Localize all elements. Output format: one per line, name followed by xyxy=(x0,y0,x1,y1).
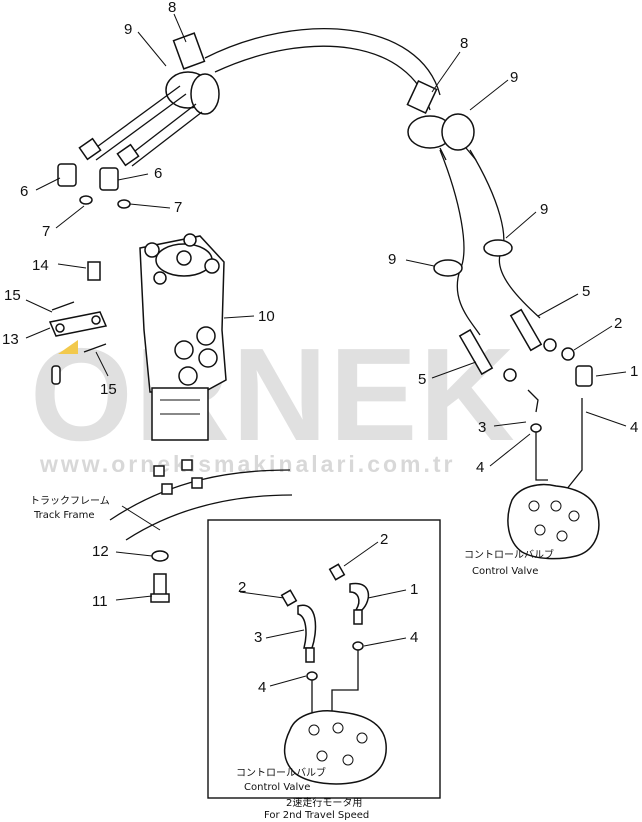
callout-9-right: 9 xyxy=(510,69,518,86)
callout-8-left: 8 xyxy=(168,0,176,16)
control-valve-label-en: Control Valve xyxy=(472,566,538,577)
callout-10: 10 xyxy=(258,308,275,325)
inset-callout-3: 3 xyxy=(254,629,262,646)
watermark-accent xyxy=(58,340,78,354)
inset-title-en: For 2nd Travel Speed xyxy=(264,810,369,821)
track-frame-label-jp: トラックフレーム xyxy=(30,495,110,507)
track-frame xyxy=(109,459,293,541)
inset-callout-1: 1 xyxy=(410,581,418,598)
watermark-url: www.ornekismakinalari.com.tr xyxy=(39,451,456,477)
watermark: ORNEK www.ornekismakinalari.com.tr xyxy=(30,321,517,477)
watermark-brand: ORNEK xyxy=(30,321,517,468)
inset-panel xyxy=(207,519,441,799)
callout-15-lower: 15 xyxy=(100,381,117,398)
right-connector xyxy=(527,347,593,491)
callout-5-left: 5 xyxy=(418,371,426,388)
callout-6-left: 6 xyxy=(20,183,28,200)
callout-9-left: 9 xyxy=(124,21,132,38)
inset-control-valve-label-en: Control Valve xyxy=(244,782,310,793)
callout-8-right: 8 xyxy=(460,35,468,52)
inset-callout-4-left: 4 xyxy=(258,679,266,696)
bracket-assembly xyxy=(48,261,108,385)
left-hose-fitting xyxy=(78,32,220,167)
mounting-hardware xyxy=(150,550,170,603)
swivel-joint xyxy=(139,233,227,441)
captions: トラックフレーム Track Frame コントロールバルブ Control V… xyxy=(30,495,554,821)
callout-2-right: 2 xyxy=(614,315,622,332)
elbow-fittings xyxy=(57,163,131,209)
callout-14: 14 xyxy=(32,257,49,274)
control-valve-label-jp: コントロールバルブ xyxy=(464,548,554,561)
callout-11: 11 xyxy=(92,593,108,610)
inset-control-valve-label-jp: コントロールバルブ xyxy=(236,766,326,779)
callout-12: 12 xyxy=(92,543,109,560)
callout-15-upper: 15 xyxy=(4,287,21,304)
right-hose-fitting xyxy=(406,79,477,161)
leader-lines xyxy=(25,13,627,687)
callout-1-right: 1 xyxy=(630,363,638,380)
inset-callout-4-right: 4 xyxy=(410,629,418,646)
callout-4-lower: 4 xyxy=(476,459,484,476)
hose-ends xyxy=(458,308,557,382)
hose-clamps xyxy=(433,239,513,277)
callout-5-right: 5 xyxy=(582,283,590,300)
callout-3-right: 3 xyxy=(478,419,486,436)
callout-9-clamp-right: 9 xyxy=(540,201,548,218)
callout-9-clamp-left: 9 xyxy=(388,251,396,268)
inset-callout-2-right: 2 xyxy=(380,531,388,548)
callout-4-right: 4 xyxy=(630,419,638,436)
track-frame-label-en: Track Frame xyxy=(33,510,95,521)
inset-title-jp: 2速走行モータ用 xyxy=(286,796,362,809)
callout-6-right: 6 xyxy=(154,165,162,182)
callout-7-left: 7 xyxy=(42,223,50,240)
control-valve-right xyxy=(507,483,600,560)
inset-callout-2-left: 2 xyxy=(238,579,246,596)
callout-7-right: 7 xyxy=(174,199,182,216)
callout-13: 13 xyxy=(2,331,19,348)
hose-lines xyxy=(204,28,541,336)
callouts: 8 9 8 9 9 9 5 5 2 1 4 3 4 6 6 7 7 14 10 … xyxy=(2,0,638,696)
